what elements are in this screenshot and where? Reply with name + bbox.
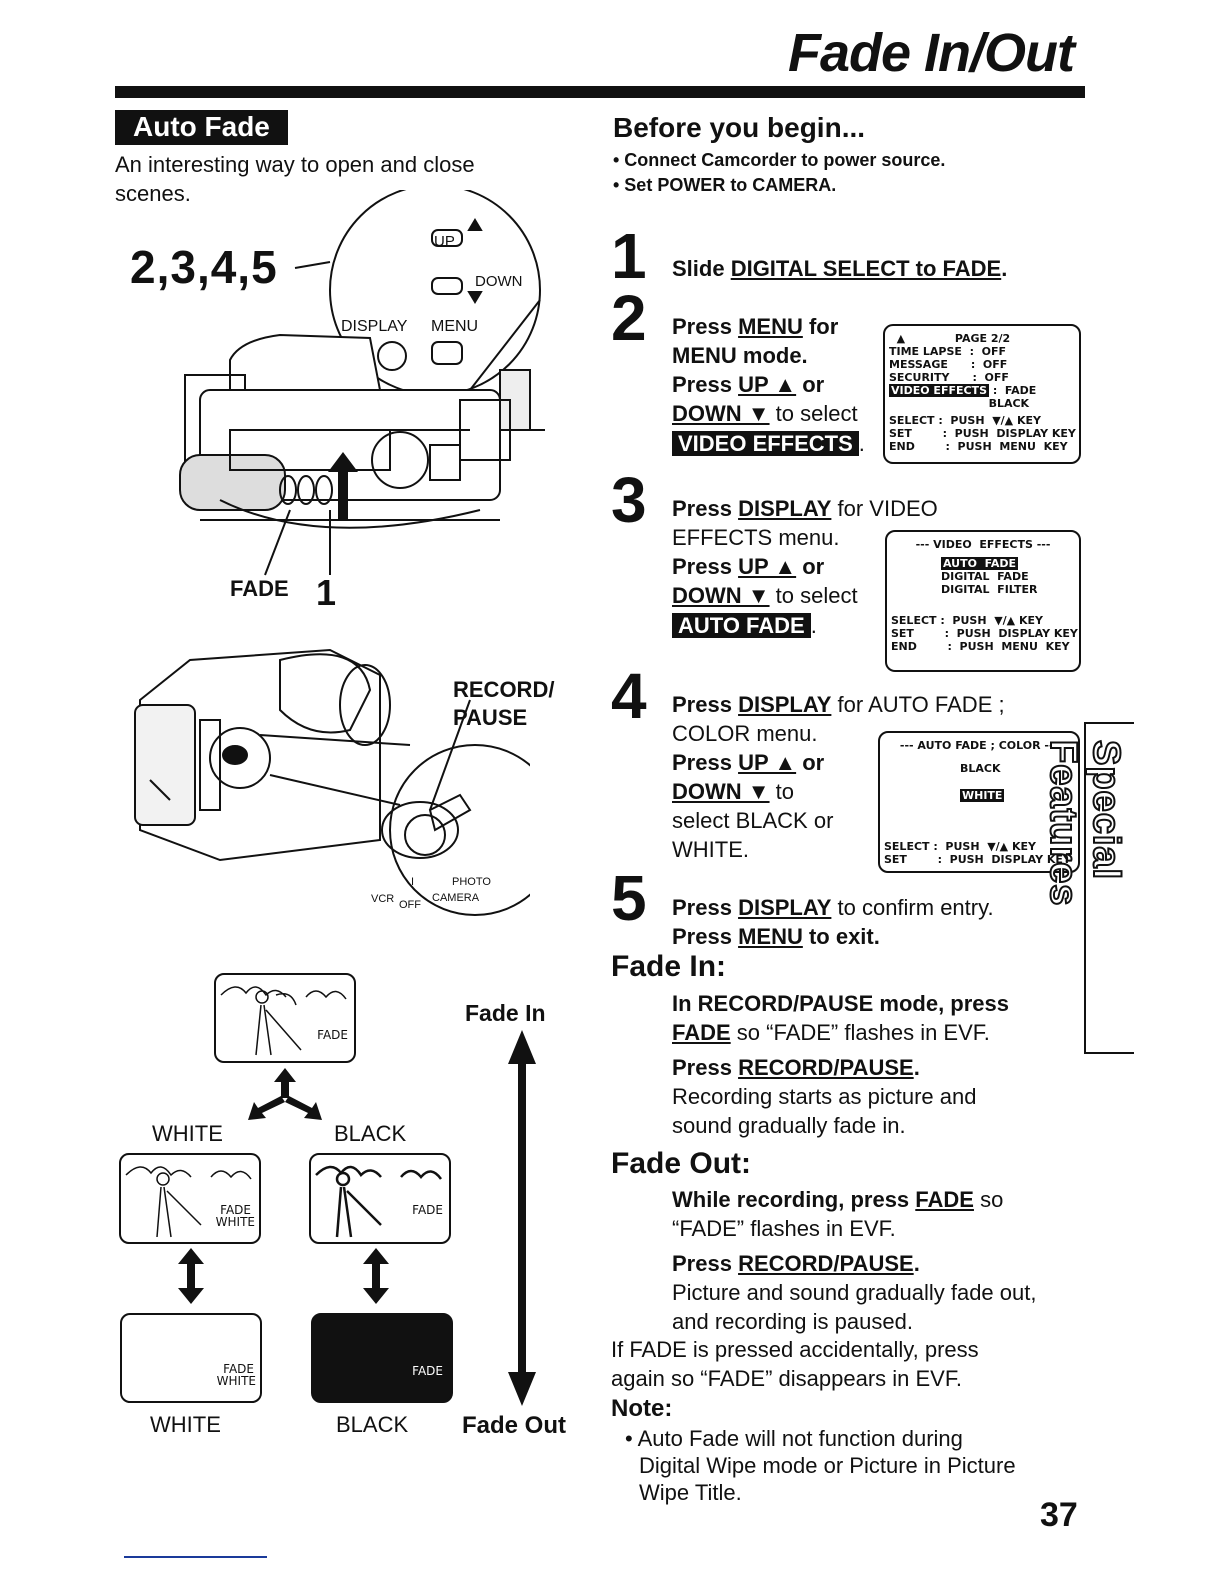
fade-thumb-black-mid: FADE (309, 1153, 451, 1244)
step-4-text: Press DISPLAY for AUTO FADE ; COLOR menu… (672, 692, 1005, 862)
list-item: • Set POWER to CAMERA. (613, 175, 837, 195)
thumb-mid-white-tag2: WHITE (215, 1215, 255, 1229)
fade-step-number: 1 (316, 572, 337, 613)
thumb-bot-black-tag: FADE (412, 1364, 443, 1378)
dial-mark: I (411, 876, 415, 888)
fade-in-title: Fade In: (611, 950, 727, 983)
fade-out-accidental: If FADE is pressed accidentally, press a… (611, 1337, 979, 1391)
section-label-auto-fade: Auto Fade (115, 110, 288, 145)
fade-thumb-white-bottom: FADE WHITE (120, 1313, 262, 1403)
up-label: UP (434, 233, 455, 250)
fade-out-title: Fade Out: (611, 1147, 751, 1180)
fade-in-body: In RECORD/PAUSE mode, press FADE so “FAD… (672, 991, 1009, 1138)
note-title: Note: (611, 1395, 673, 1422)
fade-thumb-top: FADE (214, 973, 356, 1063)
fade-axis-arrow-icon (508, 1030, 536, 1406)
golfer-icon (315, 1165, 443, 1238)
dial-off: OFF (399, 899, 421, 911)
step-3-text: Press DISPLAY for VIDEO EFFECTS menu. Pr… (672, 496, 938, 638)
thumb-top-tag: FADE (317, 1028, 348, 1042)
golfer-icon (220, 986, 347, 1056)
before-you-begin-list: • Connect Camcorder to power source. • S… (613, 148, 945, 198)
record-pause-label: RECORD/ (453, 677, 555, 702)
step-4-number: 4 (611, 660, 647, 732)
thumb-bot-white-tag1: FADE (223, 1362, 254, 1376)
thumb-mid-white-tag1: FADE (220, 1203, 251, 1217)
osd-auto-fade-color: --- AUTO FADE ; COLOR --- BLACK WHITE SE… (878, 731, 1080, 873)
dial-vcr: VCR (371, 893, 395, 905)
osd-video-effects: --- VIDEO EFFECTS --- AUTO FADE DIGITAL … (885, 530, 1081, 672)
step-2-text: Press MENU for MENU mode. Press UP ▲ or … (672, 314, 865, 456)
double-arrow-icon (363, 1248, 389, 1304)
side-tab-label: Special Features (1041, 739, 1128, 907)
header-rule (115, 86, 1085, 98)
step-5-text: Press DISPLAY to confirm entry. Press ME… (672, 895, 994, 949)
page-title: Fade In/Out (788, 23, 1075, 83)
dial-photo: PHOTO (452, 876, 491, 888)
branch-arrow-icon (248, 1068, 322, 1120)
fade-out-label: Fade Out (462, 1412, 567, 1439)
double-arrow-icon (178, 1248, 204, 1304)
fade-thumb-white-mid: FADE WHITE (119, 1153, 261, 1244)
step-reference: 2,3,4,5 (130, 241, 278, 293)
side-tab (1084, 722, 1134, 1054)
step-3-number: 3 (611, 464, 647, 536)
note-body: • Auto Fade will not function during Dig… (625, 1426, 1016, 1505)
fade-out-body: While recording, press FADE so “FADE” fl… (672, 1187, 1037, 1334)
fade-in-label: Fade In (465, 1000, 546, 1026)
dial-camera: CAMERA (432, 892, 480, 904)
step-1-number: 1 (611, 220, 647, 292)
page-number: 37 (1040, 1496, 1078, 1534)
record-pause-label-2: PAUSE (453, 705, 528, 730)
thumb-bot-white-tag2: WHITE (216, 1374, 256, 1388)
bottom-white-label: WHITE (150, 1412, 221, 1437)
menu-label: MENU (431, 318, 479, 335)
bottom-rule (124, 1556, 267, 1558)
camcorder-side-illustration (134, 648, 530, 916)
display-label: DISPLAY (341, 318, 408, 335)
intro-text: An interesting way to open and close sce… (115, 152, 475, 206)
fade-label: FADE (230, 576, 289, 601)
thumb-mid-black-tag: FADE (412, 1203, 443, 1217)
step-5-number: 5 (611, 862, 647, 934)
bottom-black-label: BLACK (336, 1412, 409, 1437)
step-2-number: 2 (611, 282, 647, 354)
camcorder-top-illustration (179, 190, 545, 576)
list-item: • Connect Camcorder to power source. (613, 150, 946, 170)
diagram-white-label: WHITE (152, 1121, 223, 1146)
step-1-text: Slide DIGITAL SELECT to FADE. (672, 256, 1008, 281)
before-you-begin-title: Before you begin... (613, 112, 866, 143)
diagram-black-label: BLACK (334, 1121, 407, 1146)
fade-thumb-black-bottom: FADE (311, 1313, 453, 1403)
golfer-icon (125, 1166, 252, 1238)
osd-menu-page2: ▲ PAGE 2/2 TIME LAPSE : OFF MESSAGE : OF… (883, 324, 1081, 464)
down-label: DOWN (475, 273, 523, 290)
